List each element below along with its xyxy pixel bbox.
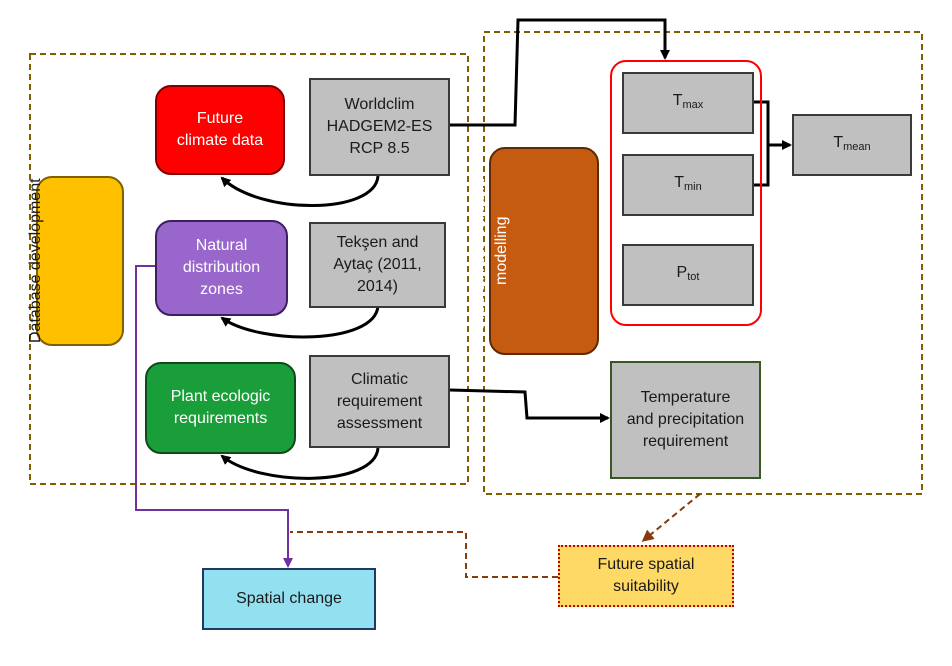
arrow-worldclim-to-variables — [450, 18, 670, 127]
tmean-box: Tmean — [792, 114, 912, 176]
ptot-label: Ptot — [676, 264, 700, 283]
ptot-box: Ptot — [622, 244, 754, 306]
database-group-frame — [29, 53, 469, 485]
arrow-assessment-to-plant-requirements — [220, 447, 380, 480]
future-climate-data-label: Future climate data — [176, 110, 264, 149]
tmin-label: Tmin — [674, 174, 702, 193]
arrow-worldclim-to-future-climate — [220, 175, 380, 207]
arrow-assessment-to-temperature — [449, 388, 610, 423]
plant-requirements-box: Plant ecologic requirements — [145, 362, 296, 454]
teksen-aytac-box: Tekşen and Aytaç (2011, 2014) — [309, 222, 446, 308]
natural-distribution-box: Natural distribution zones — [155, 220, 288, 316]
future-spatial-box: Future spatial suitability — [558, 545, 734, 607]
connector-future-spatial-to-spatial-change — [290, 531, 558, 578]
crop-modelling-box: Crop climate suitability modelling — [471, 147, 599, 355]
temperature-requirement-label: Temperature and precipitation requiremen… — [626, 389, 745, 450]
arrow-natural-zones-to-spatial-change — [135, 265, 293, 568]
climatic-assessment-label: Climatic requirement assessment — [336, 370, 423, 432]
temperature-requirement-box: Temperature and precipitation requiremen… — [610, 361, 761, 479]
database-development-box: Database development — [27, 176, 124, 346]
plant-requirements-label: Plant ecologic requirements — [170, 388, 271, 427]
teksen-aytac-label: Tekşen and Aytaç (2011, 2014) — [333, 234, 422, 295]
future-climate-data-box: Future climate data — [155, 85, 285, 175]
worldclim-box: Worldclim HADGEM2-ES RCP 8.5 — [309, 78, 450, 176]
crop-modelling-label: Crop climate suitability modelling — [471, 170, 510, 332]
natural-distribution-label: Natural distribution zones — [182, 237, 261, 298]
arrow-modelling-to-future-spatial — [641, 493, 701, 542]
spatial-change-label: Spatial change — [236, 590, 342, 607]
climatic-assessment-box: Climatic requirement assessment — [309, 355, 450, 448]
tmax-label: Tmax — [672, 92, 704, 111]
worldclim-label: Worldclim HADGEM2-ES RCP 8.5 — [326, 96, 433, 157]
tmin-box: Tmin — [622, 154, 754, 216]
tmean-label: Tmean — [833, 134, 871, 153]
spatial-change-box: Spatial change — [202, 568, 376, 630]
database-development-label: Database development — [27, 178, 44, 344]
tmax-box: Tmax — [622, 72, 754, 134]
future-spatial-label: Future spatial suitability — [597, 556, 695, 595]
climate-variables-frame — [610, 60, 762, 326]
arrow-teksen-to-natural-zones — [220, 305, 380, 339]
